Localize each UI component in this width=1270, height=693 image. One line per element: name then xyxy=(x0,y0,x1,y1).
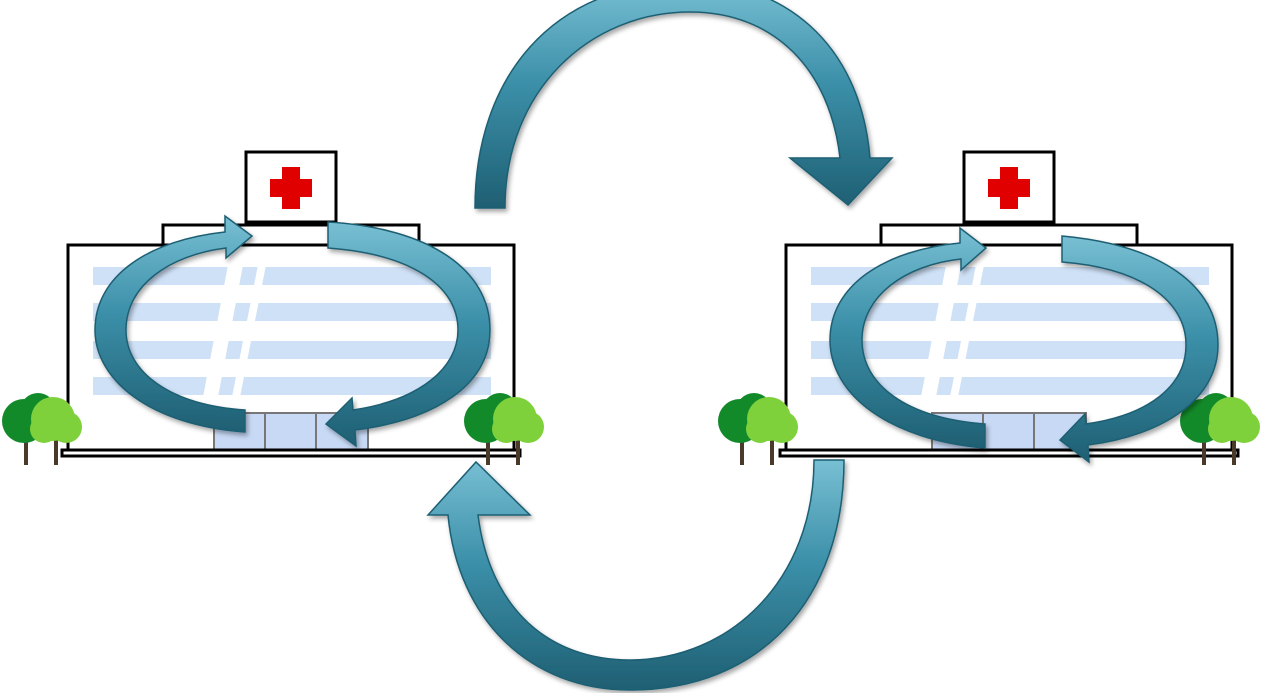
cycle-arrow-icon xyxy=(1058,235,1219,464)
right-hospital xyxy=(716,150,1262,467)
cycle-arrow-icon xyxy=(94,214,254,433)
left-internal-cycle xyxy=(94,214,491,448)
top-transfer-arrow xyxy=(474,0,894,209)
right-internal-cycle xyxy=(829,226,1219,464)
bottom-transfer-arrow xyxy=(426,459,845,691)
left-hospital xyxy=(0,150,546,467)
cycle-arrow-icon xyxy=(829,226,988,449)
curved-arrow-icon xyxy=(474,0,894,209)
cycle-arrow-icon xyxy=(324,221,491,448)
curved-arrow-icon xyxy=(426,459,845,691)
